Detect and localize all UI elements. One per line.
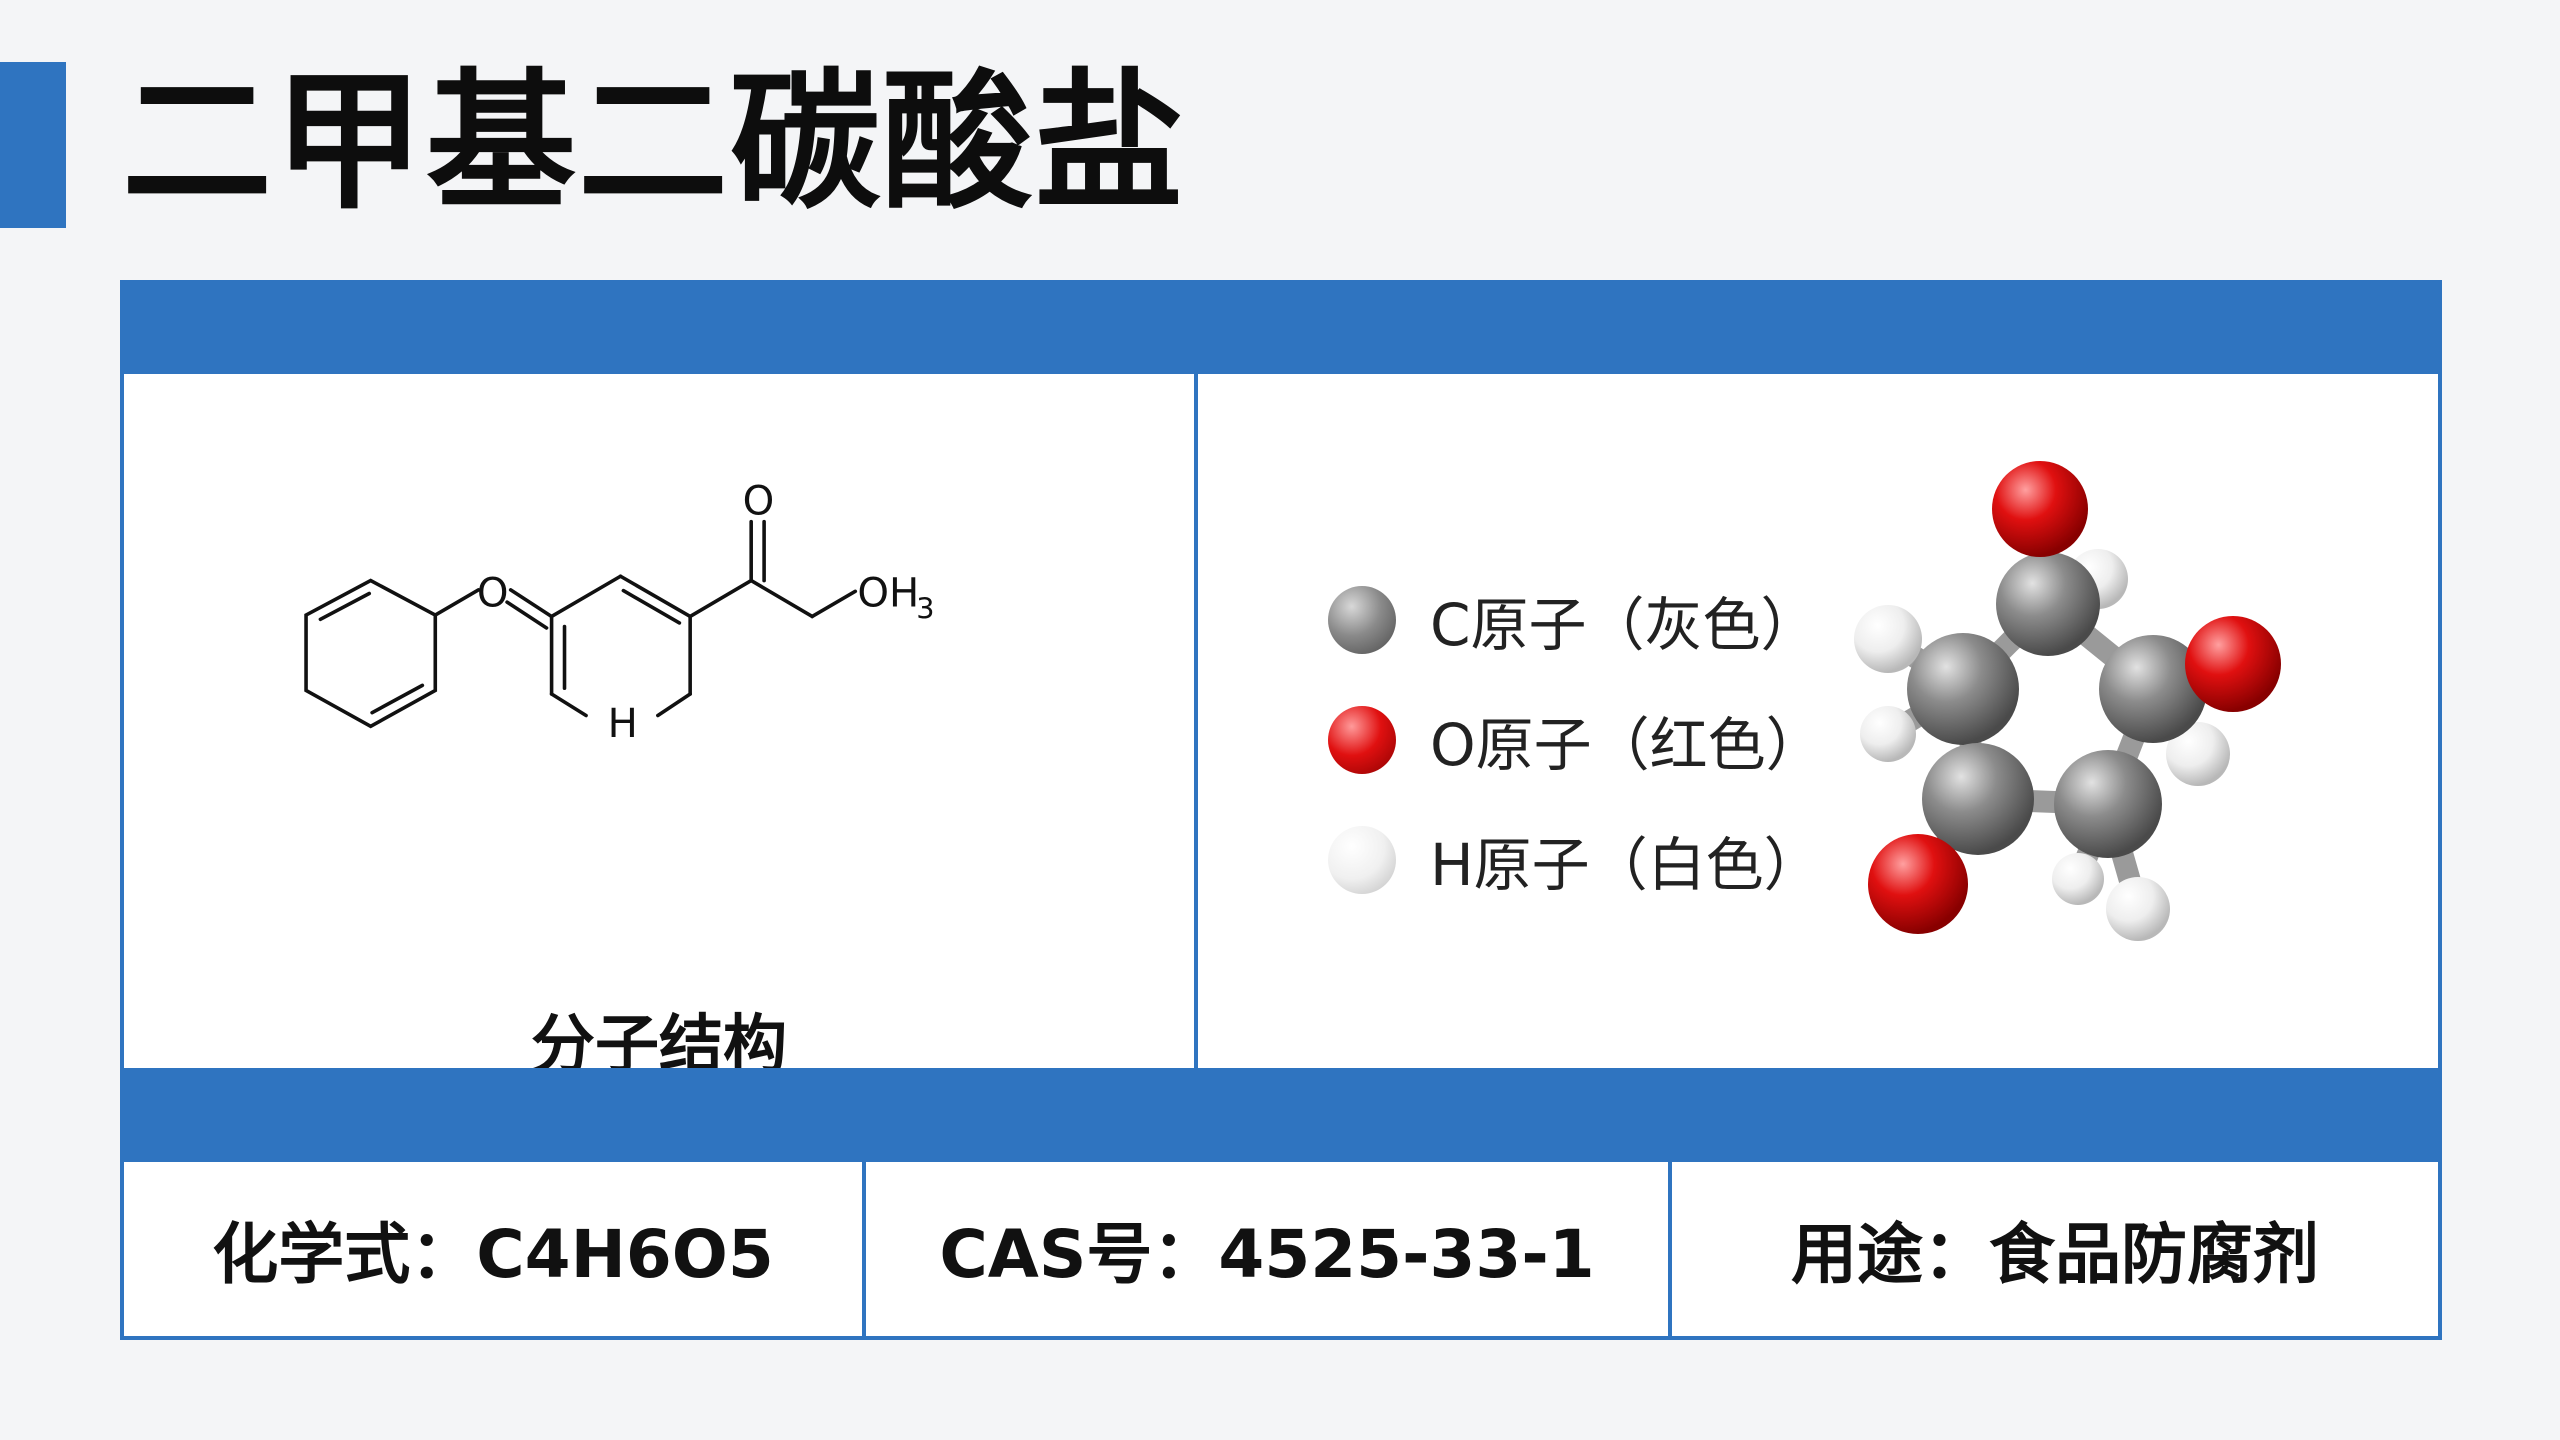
cas-number: CAS号：4525-33-1 bbox=[862, 1162, 1668, 1336]
atom-label-hydrogen: H bbox=[608, 701, 638, 747]
page-title: 二甲基二碳酸盐 bbox=[122, 56, 1187, 230]
ball-and-stick-model bbox=[1854, 461, 2281, 941]
legend-label-carbon: C原子（灰色） bbox=[1430, 591, 1819, 659]
chemical-formula: 化学式：C4H6O5 bbox=[212, 1216, 774, 1293]
structural-formula-diagram: O O OH 3 H bbox=[304, 479, 935, 747]
legend-item-hydrogen: H原子（白色） bbox=[1328, 824, 1824, 899]
atom-legend: C原子（灰色） O原子（红色） H原子（白色） bbox=[1328, 584, 1824, 944]
usage: 用途：食品防腐剂 bbox=[1668, 1162, 2438, 1336]
structure-panel: O O OH 3 H 分子结构 bbox=[124, 374, 1198, 1083]
info-row: 化学式：C4H6O5 CAS号：4525-33-1 用途：食品防腐剂 bbox=[124, 1162, 2438, 1336]
oxygen-atom-icon bbox=[1328, 706, 1396, 774]
title-accent-bar bbox=[0, 62, 66, 228]
info-card: O O OH 3 H 分子结构 C原子（灰色） O原子（红色） H原子（白色） bbox=[120, 280, 2442, 1340]
atom-label-oh-subscript: 3 bbox=[916, 592, 934, 626]
carbon-atom-icon bbox=[1328, 586, 1396, 654]
legend-label-hydrogen: H原子（白色） bbox=[1430, 831, 1822, 899]
model-panel: C原子（灰色） O原子（红色） H原子（白色） bbox=[1198, 374, 2438, 1068]
legend-item-carbon: C原子（灰色） bbox=[1328, 584, 1824, 659]
atom-label-carbonyl-oxygen: O bbox=[743, 479, 775, 525]
atom-label-oh: OH bbox=[857, 570, 919, 616]
card-middle-band bbox=[124, 1068, 2438, 1162]
legend-item-oxygen: O原子（红色） bbox=[1328, 704, 1824, 779]
card-header-band bbox=[124, 284, 2438, 374]
atom-label-ether-oxygen: O bbox=[477, 570, 509, 616]
legend-label-oxygen: O原子（红色） bbox=[1430, 711, 1824, 779]
hydrogen-atom-icon bbox=[1328, 826, 1396, 894]
